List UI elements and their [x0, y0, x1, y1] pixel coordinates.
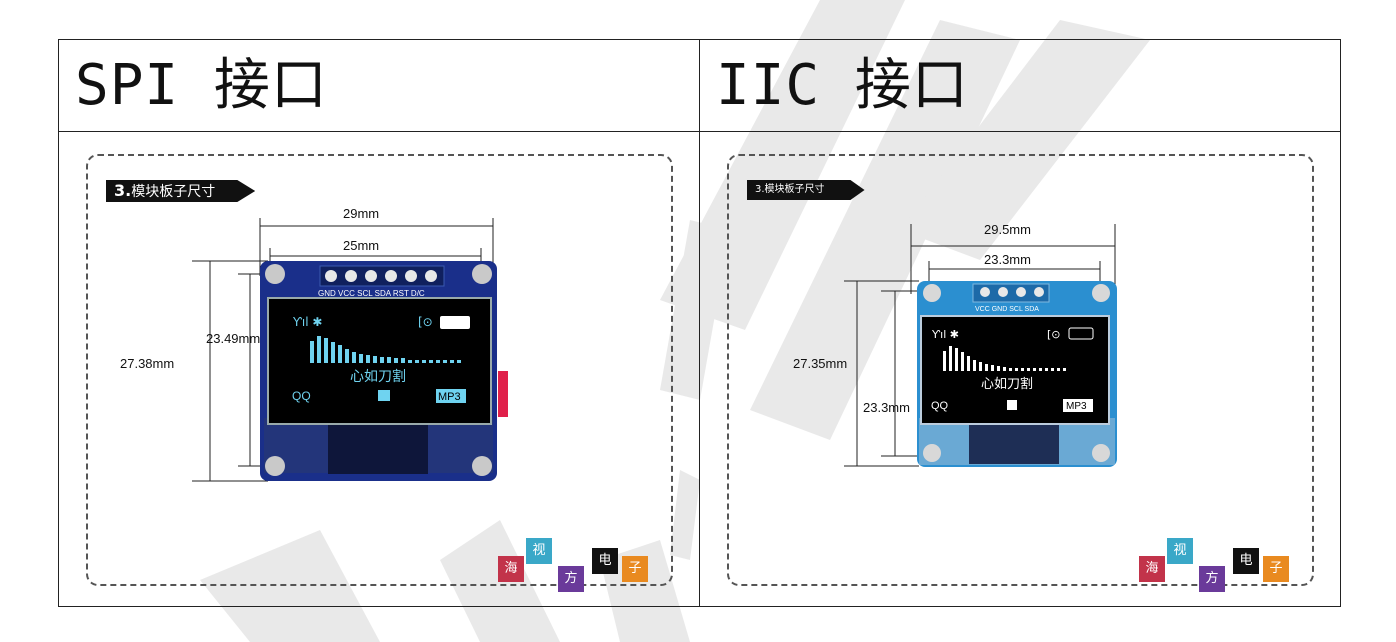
iic-dimension-panel: 3.模块板子尺寸 — [727, 154, 1314, 592]
iic-banner: 3.模块板子尺寸 — [747, 180, 865, 200]
header-cell-spi: SPI 接口 — [58, 39, 700, 132]
spi-dimension-panel: 3.模块板子尺寸 — [86, 154, 673, 592]
svg-text:MP3: MP3 — [1066, 401, 1087, 412]
spi-brand-logo: 海 视 方 电 子 — [498, 536, 658, 592]
header-cell-iic: IIC 接口 — [699, 39, 1341, 132]
spi-cell: 3.模块板子尺寸 — [58, 131, 700, 607]
spi-outer-height: 27.38mm — [120, 356, 175, 371]
iic-cell: 3.模块板子尺寸 — [699, 131, 1341, 607]
svg-text:VCC GND SCL SDA: VCC GND SCL SDA — [975, 306, 1039, 313]
iic-brand-logo: 海 视 方 电 子 — [1139, 536, 1299, 592]
spi-inner-width: 25mm — [343, 238, 380, 253]
iic-module-drawing: VCC GND SCL SDA Ƴıl ✱ [⊙ 心如刀割 — [844, 224, 1117, 467]
svg-text:Ƴıl ✱: Ƴıl ✱ — [931, 328, 959, 341]
comparison-table: SPI 接口 IIC 接口 3.模块板子尺寸 — [58, 39, 1341, 607]
svg-text:[⊙: [⊙ — [418, 315, 433, 329]
svg-text:[⊙: [⊙ — [1047, 328, 1061, 341]
header-spi: SPI 接口 — [75, 53, 328, 118]
svg-text:心如刀割: 心如刀割 — [350, 368, 406, 385]
svg-text:QQ: QQ — [931, 400, 949, 412]
spi-module-drawing: GND VCC SCL SDA RST D/C Ƴıl ✱ — [192, 218, 508, 482]
iic-outer-width: 29.5mm — [984, 222, 1031, 237]
header-iic: IIC 接口 — [716, 53, 969, 118]
spi-banner: 3.模块板子尺寸 — [106, 180, 256, 202]
svg-text:Ƴıl ✱: Ƴıl ✱ — [292, 315, 322, 329]
spi-outer-width: 29mm — [343, 206, 380, 221]
iic-outer-height: 27.35mm — [793, 356, 848, 371]
svg-text:心如刀割: 心如刀割 — [981, 376, 1033, 392]
svg-text:MP3: MP3 — [438, 391, 461, 403]
iic-inner-width: 23.3mm — [984, 252, 1031, 267]
spi-inner-height: 23.49mm — [206, 331, 261, 346]
svg-text:GND VCC SCL SDA RST D/C: GND VCC SCL SDA RST D/C — [318, 289, 425, 298]
iic-inner-height: 23.3mm — [863, 400, 910, 415]
svg-text:QQ: QQ — [292, 389, 311, 403]
